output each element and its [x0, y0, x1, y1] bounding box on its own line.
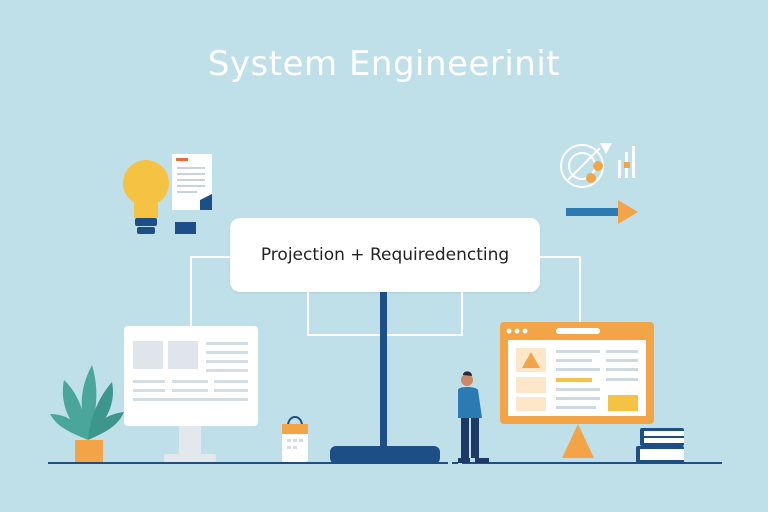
calendar-icon: [282, 416, 308, 462]
plant-icon: [50, 365, 124, 462]
books-icon: [636, 428, 684, 463]
person-icon: [458, 371, 489, 463]
analytics-icon: [560, 143, 635, 188]
stand-icon: [330, 292, 440, 464]
dashboard-window-icon: [500, 322, 654, 458]
center-card-label: Projection + Requiredencting: [260, 245, 510, 265]
monitor-icon: [124, 326, 258, 462]
document-icon: [172, 154, 212, 234]
arrow-right-icon: [566, 200, 638, 224]
center-card: Projection + Requiredencting: [230, 218, 540, 292]
lightbulb-icon: [123, 160, 169, 234]
page-title: System Engineerinit: [207, 44, 561, 84]
